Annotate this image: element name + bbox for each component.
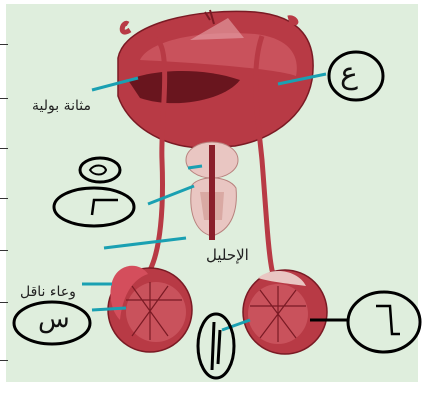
testis-right [243,270,327,354]
margin-rule [0,44,8,45]
margin-rule [0,360,8,361]
margin-rule [0,148,8,149]
answer-d: س [38,304,70,334]
answer-a: ع [340,56,358,91]
label-vas-deferens: وعاء ناقل [20,284,76,300]
margin-rule [0,250,8,251]
label-urethra: الإحليل [206,246,249,264]
bottom-margin [0,382,424,394]
margin-rule [0,98,8,99]
margin-rule [0,302,8,303]
margin-rule [0,198,8,199]
label-bladder: مثانة بولية [32,98,91,114]
ureter-right [288,18,296,23]
